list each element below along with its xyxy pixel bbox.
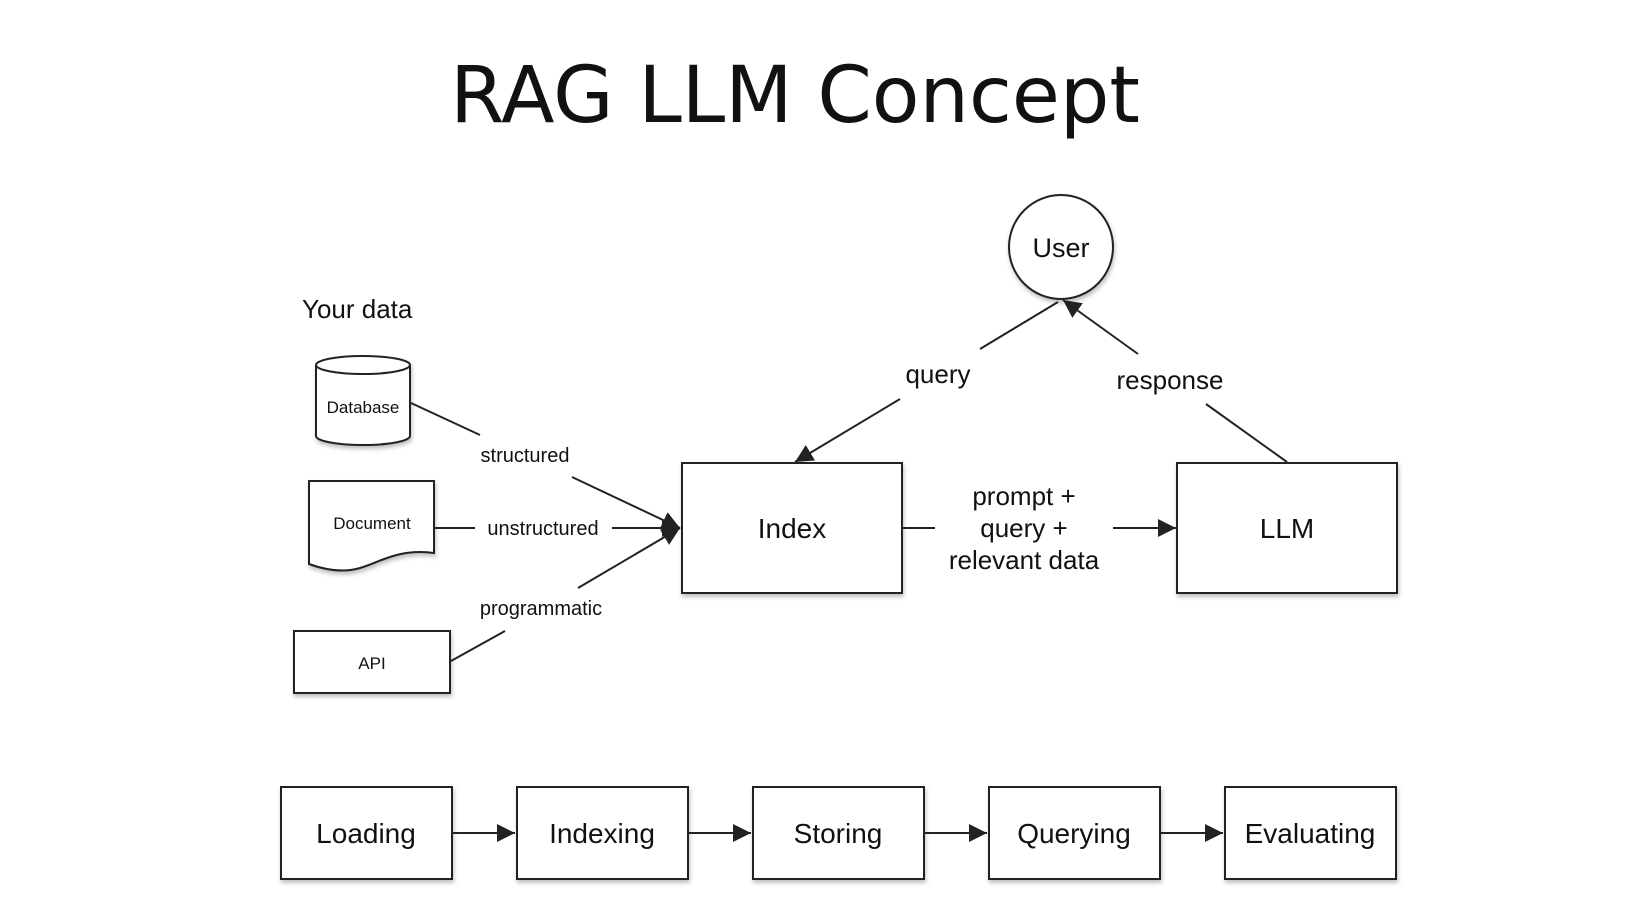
query-label: query [905, 359, 970, 389]
index-node [681, 462, 903, 594]
programmatic-label: programmatic [480, 598, 602, 620]
structured-connector-a [410, 402, 481, 436]
response-connector-a [1205, 403, 1288, 463]
response-connector-b [1062, 299, 1139, 355]
pipeline-label-evaluating: Evaluating [1245, 818, 1376, 849]
pipeline-label-loading: Loading [316, 818, 416, 849]
user-node [1008, 194, 1114, 300]
llm-label: LLM [1260, 513, 1314, 544]
pipeline-label-indexing: Indexing [549, 818, 655, 849]
prompt-label-line3: relevant data [949, 545, 1100, 575]
pipeline-stage-evaluating [1224, 786, 1397, 880]
pipeline-label-storing: Storing [794, 818, 883, 849]
document-node [308, 480, 435, 572]
pipeline-label-querying: Querying [1017, 818, 1131, 849]
pipeline-stage-indexing [516, 786, 689, 880]
user-label: User [1032, 233, 1089, 263]
pipeline-stage-storing [752, 786, 925, 880]
pipeline-stage-loading [280, 786, 453, 880]
document-label: Document [333, 514, 411, 533]
programmatic-connector-b [577, 527, 681, 589]
structured-label: structured [481, 445, 570, 467]
prompt-label-line2: query + [980, 513, 1067, 543]
response-label: response [1117, 365, 1224, 395]
your-data-heading: Your data [302, 294, 413, 324]
query-connector-a [979, 301, 1059, 350]
pipeline-stage-querying [988, 786, 1161, 880]
pipeline: Loading Indexing Storing Querying Evalua… [280, 786, 1397, 880]
index-label: Index [758, 513, 827, 544]
api-label: API [358, 654, 385, 673]
database-label: Database [327, 398, 400, 417]
llm-node [1176, 462, 1398, 594]
query-connector-b [794, 398, 901, 463]
prompt-label-line1: prompt + [972, 481, 1075, 511]
page-title: RAG LLM Concept [450, 51, 1140, 141]
api-node [293, 630, 451, 694]
programmatic-connector-a [450, 630, 506, 662]
unstructured-label: unstructured [487, 518, 598, 540]
database-node [315, 355, 411, 446]
